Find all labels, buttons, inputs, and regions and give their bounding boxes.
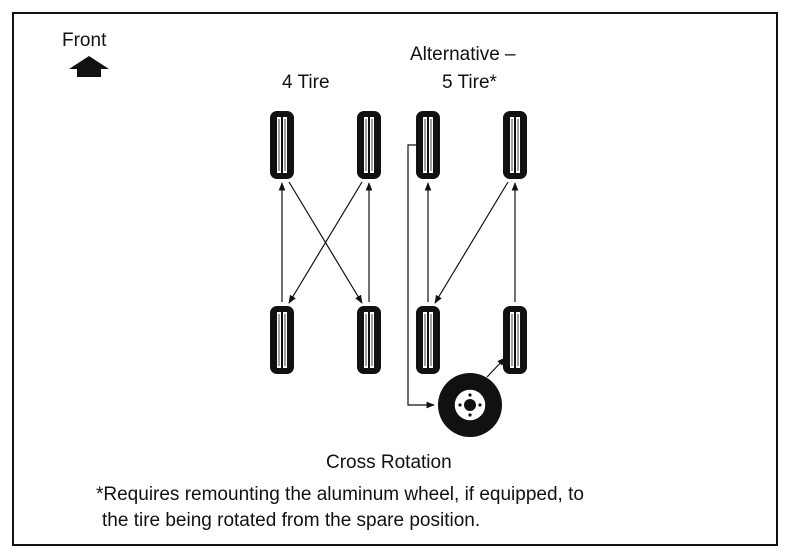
tire-5-rear-right [502,305,528,375]
footnote-line2: the tire being rotated from the spare po… [102,510,481,531]
spare-wheel [438,373,502,437]
alternative-label-line2: 5 Tire* [442,72,497,93]
arrow-5-fr-to-rl [434,181,509,304]
front-arrow-icon [69,56,109,77]
front-label: Front [62,30,107,51]
tire-4-front-left [269,110,295,180]
four-tire-label: 4 Tire [282,72,330,93]
diagram-title: Cross Rotation [326,452,452,473]
tire-5-rear-left [415,305,441,375]
arrow-5-fl-to-spare [407,144,435,409]
diagram-frame [12,12,778,546]
tire-5-front-right [502,110,528,180]
tire-4-rear-left [269,305,295,375]
arrow-4-fr-to-rl [288,181,363,304]
alternative-label-line1: Alternative – [410,44,516,65]
tire-4-front-right [356,110,382,180]
arrow-5-spare-to-rr [486,357,506,378]
tire-4-rear-right [356,305,382,375]
tire-5-front-left [415,110,441,180]
footnote-line1: *Requires remounting the aluminum wheel,… [96,484,584,505]
